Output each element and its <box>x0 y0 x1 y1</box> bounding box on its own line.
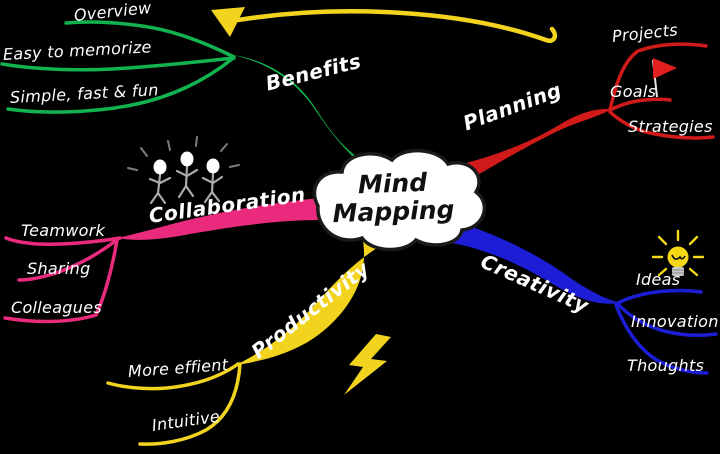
node-teamwork[interactable]: Teamwork <box>21 221 106 240</box>
sharing-line <box>17 237 120 282</box>
central-topic[interactable]: Mind Mapping <box>322 168 464 229</box>
flag-icon <box>653 58 677 79</box>
overview-line <box>64 20 236 59</box>
arrow-head-icon <box>211 7 245 37</box>
node-goals[interactable]: Goals <box>610 82 657 101</box>
productivity-branch <box>236 236 390 365</box>
node-innovation[interactable]: Innovation <box>631 312 719 331</box>
people-icon <box>127 136 240 205</box>
colleagues-line <box>3 238 119 324</box>
central-topic-line2: Mapping <box>332 194 455 229</box>
node-strategies[interactable]: Strategies <box>628 117 713 136</box>
central-topic-cloud[interactable] <box>312 148 487 252</box>
node-ideas[interactable]: Ideas <box>636 270 681 289</box>
simple-fast-fun-line <box>6 57 234 114</box>
intuitive-line <box>138 362 242 446</box>
node-thoughts[interactable]: Thoughts <box>627 356 705 375</box>
ideas-line <box>616 288 703 305</box>
easy-to-memorize-line <box>0 56 236 72</box>
innovation-line <box>616 302 718 337</box>
strategies-line <box>608 110 715 140</box>
goals-line <box>608 97 672 112</box>
lightbulb-icon <box>651 229 705 277</box>
collaboration-branch <box>116 198 322 240</box>
node-colleagues[interactable]: Colleagues <box>11 298 102 317</box>
more-effient-line <box>106 362 240 391</box>
thoughts-line <box>614 303 709 375</box>
lightning-icon <box>344 334 391 395</box>
projects-line <box>608 42 708 112</box>
arrow-curve-icon <box>235 9 558 43</box>
creativity-branch <box>430 216 620 304</box>
node-sharing[interactable]: Sharing <box>27 259 91 278</box>
teamwork-line <box>4 236 122 246</box>
